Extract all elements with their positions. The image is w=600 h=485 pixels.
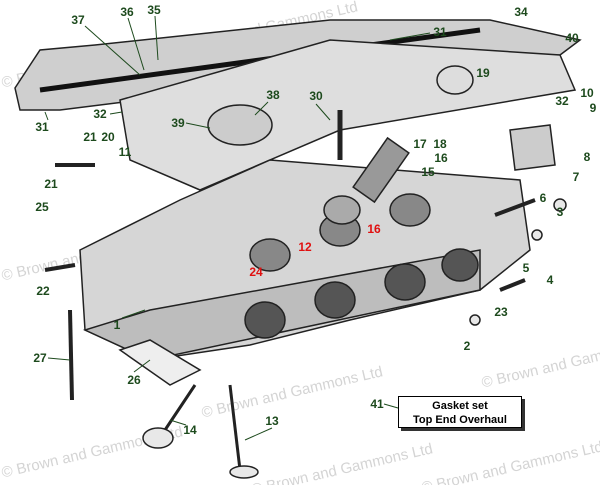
gasket-set-link[interactable]: Gasket set Top End Overhaul [398,396,522,428]
callout-38: 38 [266,88,280,102]
callout-20: 20 [101,130,115,144]
callout-30: 30 [309,89,323,103]
gasket-set-line2: Top End Overhaul [413,414,507,426]
callout-11: 11 [118,145,132,159]
callout-26: 26 [127,373,141,387]
callout-39: 39 [171,116,185,130]
callout-36: 36 [120,5,134,19]
callout-21: 21 [44,177,58,191]
callout-23: 23 [494,305,508,319]
callout-31: 31 [35,120,49,134]
callout-2: 2 [463,339,471,353]
callout-41: 41 [370,397,384,411]
callout-21: 21 [83,130,97,144]
callout-37: 37 [71,13,85,27]
callout-17: 17 [413,137,427,151]
head-gasket [118,339,202,386]
callout-34: 34 [514,5,528,19]
callout-32: 32 [555,94,569,108]
callout-22: 22 [36,284,50,298]
callout-25: 25 [35,200,49,214]
callout-40: 40 [565,31,579,45]
callout-14: 14 [183,423,197,437]
leader-lines [44,15,431,441]
callout-5: 5 [522,261,530,275]
callout-31: 31 [433,25,447,39]
callout-16: 16 [434,151,448,165]
callout-9: 9 [589,101,597,115]
callout-12-highlight: 12 [298,240,312,254]
callout-13: 13 [265,414,279,428]
callout-35: 35 [147,3,161,17]
callout-24-highlight: 24 [249,265,263,279]
callout-3: 3 [556,205,564,219]
callout-16-highlight: 16 [367,222,381,236]
callout-27: 27 [33,351,47,365]
callout-1: 1 [113,318,121,332]
callout-10: 10 [580,86,594,100]
gasket-set-line1: Gasket set [432,400,488,412]
callout-4: 4 [546,273,554,287]
callout-6: 6 [539,191,547,205]
callout-8: 8 [583,150,591,164]
callout-7: 7 [572,170,580,184]
callout-19: 19 [476,66,490,80]
callout-18: 18 [433,137,447,151]
callout-15: 15 [421,165,435,179]
callout-32: 32 [93,107,107,121]
